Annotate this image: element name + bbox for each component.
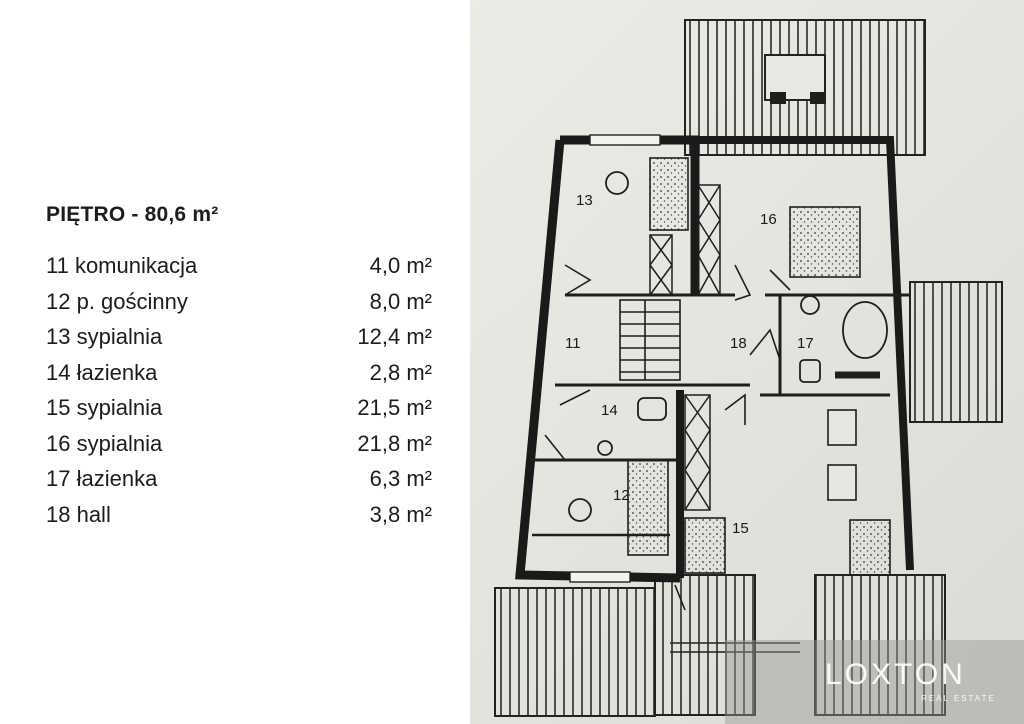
- room-list: 11 komunikacja 4,0 m² 12 p. gościnny 8,0…: [46, 250, 432, 534]
- room-name: 16 sypialnia: [46, 430, 163, 456]
- room-area: 12,4 m²: [357, 324, 432, 349]
- logo-name: LOXTON: [825, 658, 966, 691]
- room-row: 15 sypialnia 21,5 m²: [46, 392, 432, 428]
- room-name: 13 sypialnia: [46, 324, 163, 349]
- roof-right: [909, 281, 1003, 423]
- room-area: 4,0 m²: [369, 253, 432, 278]
- room-row: 16 sypialnia 21,8 m²: [46, 428, 432, 464]
- room-name: 11 komunikacja: [46, 253, 198, 278]
- room-label-14: 14: [601, 402, 618, 419]
- room-label-11: 11: [565, 335, 581, 352]
- roof-bottom: [494, 574, 946, 717]
- furniture-dotted: [627, 157, 891, 576]
- room-label-17: 17: [797, 335, 814, 352]
- room-name: 18 hall: [46, 501, 111, 527]
- room-label-16: 16: [760, 211, 777, 228]
- floor-plan-photo: 11 12 13 14 15 16 17 18: [470, 0, 1024, 724]
- floor-plan-drawing: 11 12 13 14 15 16 17 18: [494, 19, 1003, 717]
- room-name: 17 łazienka: [46, 466, 158, 491]
- room-area: 8,0 m²: [369, 288, 432, 314]
- room-area: 21,5 m²: [357, 395, 432, 420]
- room-name: 15 sypialnia: [46, 395, 163, 420]
- company-logo: LOXTON REAL ESTATE: [725, 640, 1024, 724]
- room-label-18: 18: [730, 335, 747, 352]
- room-row: 13 sypialnia 12,4 m²: [46, 321, 432, 357]
- room-row: 11 komunikacja 4,0 m²: [46, 250, 432, 286]
- room-area: 3,8 m²: [369, 501, 432, 527]
- room-label-13: 13: [576, 192, 593, 209]
- room-label-15: 15: [732, 520, 749, 537]
- room-area: 6,3 m²: [369, 466, 432, 491]
- room-row: 14 łazienka 2,8 m²: [46, 357, 432, 393]
- floor-title: PIĘTRO - 80,6 m²: [46, 203, 219, 226]
- room-area: 21,8 m²: [357, 430, 432, 456]
- room-area: 2,8 m²: [369, 359, 432, 385]
- staircase: [619, 299, 681, 381]
- shafts: [649, 184, 721, 511]
- room-row: 17 łazienka 6,3 m²: [46, 463, 432, 499]
- room-row: 12 p. gościnny 8,0 m²: [46, 286, 432, 322]
- door-swings: [544, 264, 791, 611]
- room-label-12: 12: [613, 487, 630, 504]
- bathroom-fixtures: [568, 171, 888, 522]
- window: [569, 571, 631, 583]
- roof-top: [684, 19, 926, 156]
- room-legend-panel: PIĘTRO - 80,6 m² 11 komunikacja 4,0 m² 1…: [0, 0, 470, 724]
- room-number-labels: 11 12 13 14 15 16 17 18: [565, 192, 814, 537]
- logo-tagline: REAL ESTATE: [921, 694, 996, 703]
- room-name: 12 p. gościnny: [46, 288, 188, 314]
- room-name: 14 łazienka: [46, 359, 158, 385]
- window: [589, 134, 661, 146]
- room-row: 18 hall 3,8 m²: [46, 499, 432, 535]
